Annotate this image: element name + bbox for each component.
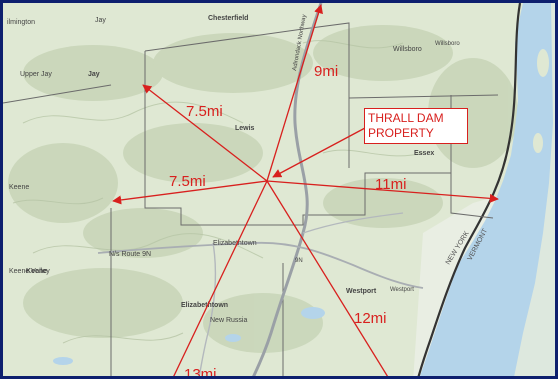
town-boundaries [3,22,499,376]
arrow-north [266,4,323,182]
label-elizabethtown: Elizabethtown [213,240,257,247]
label-route-9n: N/s Route 9N [109,251,151,258]
label-willsboro: Willsboro [393,46,422,53]
label-elizabethtown-lower: Elizabethtown [181,302,228,309]
label-westport: Westport [346,288,377,295]
label-upper-jay: Upper Jay [20,71,52,78]
label-essex: Essex [414,150,434,157]
arrow-west [112,180,268,205]
arrow-east [266,180,499,203]
distance-west: 7.5mi [169,173,206,190]
label-new-russia: New Russia [210,317,247,324]
distance-north: 9mi [314,63,338,80]
arrow-northwest [142,84,268,182]
lake-islands [533,49,549,153]
label-keene-bold: Keene [26,268,47,275]
distance-northwest: 7.5mi [186,103,223,120]
callout-pointer [272,127,366,178]
callout-line-1: THRALL DAM [368,111,444,125]
label-nine-n: 9N [295,258,303,264]
route-9n [97,241,424,289]
vermont-shore [514,3,555,376]
county-road [198,242,217,376]
state-boundary [417,3,522,376]
label-willsboro-small: Willsboro [435,41,460,47]
callout-line-2: PROPERTY [368,126,434,140]
arrow-southeast [266,180,389,376]
label-jay: Jay [88,71,100,78]
distance-east: 11mi [375,176,406,193]
local-road [302,212,404,234]
thrall-dam-callout: THRALL DAM PROPERTY [364,108,468,144]
small-lakes [53,307,325,365]
distance-labels: 9mi 7.5mi 7.5mi 11mi 12mi 13mi [169,63,406,379]
label-lewis: Lewis [235,125,255,132]
label-jay-top: Jay [95,17,106,24]
distance-south: 13mi [184,366,217,379]
distance-southeast: 12mi [354,310,387,327]
topographic-map: ilmington Jay Chesterfield Willsboro Wil… [3,3,555,379]
arrow-south [173,180,268,376]
label-keene: Keene [9,184,29,191]
distance-arrows [112,4,499,376]
label-westport-small: Westport [390,287,414,293]
label-wilmington: ilmington [7,19,35,26]
label-chesterfield: Chesterfield [208,15,248,22]
label-keene-valley: Keene Valley [9,268,50,275]
lake-champlain [420,3,555,376]
